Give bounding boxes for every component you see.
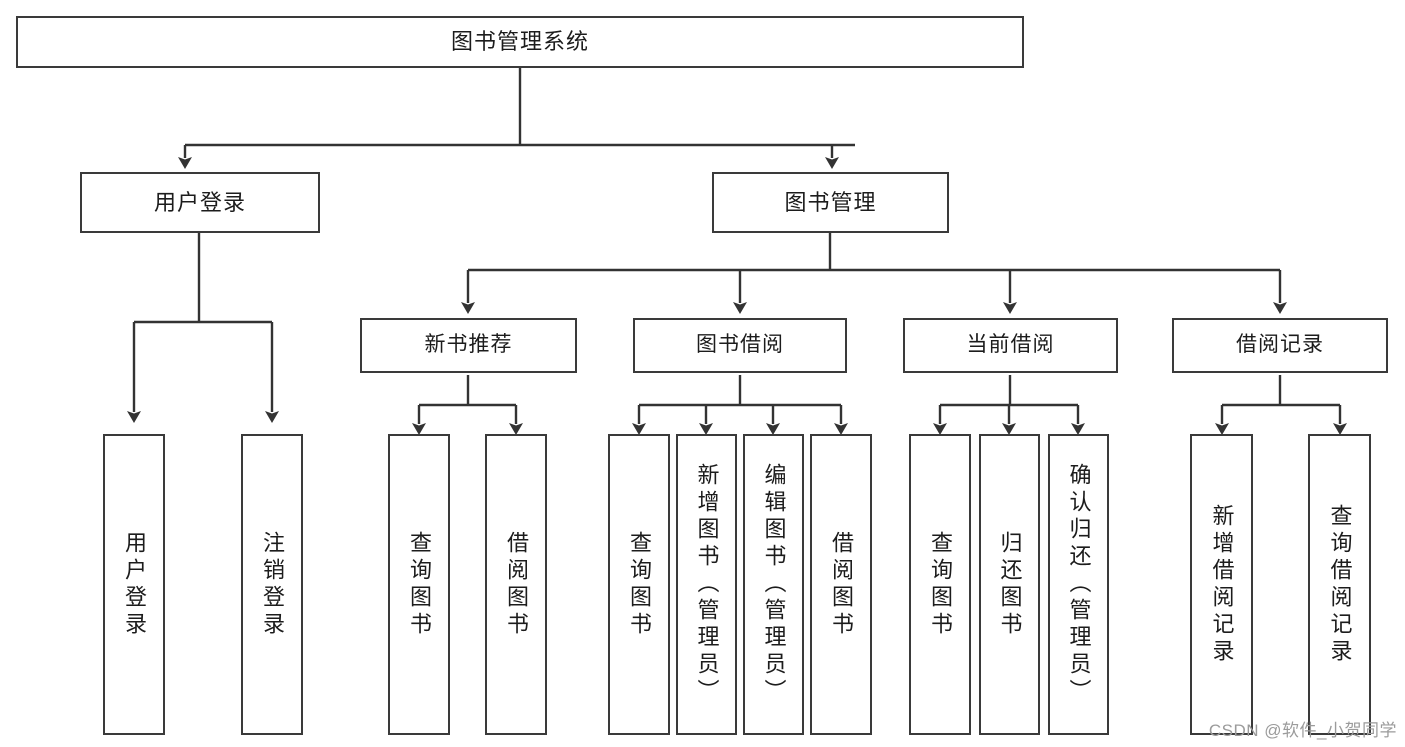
node-leaf-bb-add-book[interactable]: 新增图书（管理员） — [676, 434, 737, 735]
node-current-borrow[interactable]: 当前借阅 — [903, 318, 1118, 373]
csdn-watermark: CSDN @软件_小贺同学 — [1208, 721, 1397, 740]
node-leaf-cb-return-book[interactable]: 归还图书 — [979, 434, 1040, 735]
node-leaf-br-add-record[interactable]: 新增借阅记录 — [1190, 434, 1253, 735]
node-leaf-bb-edit-book[interactable]: 编辑图书（管理员） — [743, 434, 804, 735]
node-leaf-cb-confirm-return-label: 确认归还（管理员） — [1066, 463, 1092, 706]
node-new-book-recommend[interactable]: 新书推荐 — [360, 318, 577, 373]
node-leaf-bb-query-book-label: 查询图书 — [627, 530, 652, 639]
node-book-manage[interactable]: 图书管理 — [712, 172, 949, 233]
node-book-manage-label: 图书管理 — [784, 189, 877, 215]
node-leaf-bb-borrow-book-label: 借阅图书 — [829, 530, 854, 639]
node-leaf-bb-add-book-label: 新增图书（管理员） — [694, 463, 720, 706]
node-leaf-nb-query-book-label: 查询图书 — [407, 530, 432, 639]
node-leaf-cb-query-book-label: 查询图书 — [928, 530, 953, 639]
node-borrow-records[interactable]: 借阅记录 — [1172, 318, 1388, 373]
node-borrow-records-label: 借阅记录 — [1236, 333, 1324, 357]
node-leaf-cb-confirm-return[interactable]: 确认归还（管理员） — [1048, 434, 1109, 735]
node-current-borrow-label: 当前借阅 — [966, 333, 1055, 357]
node-leaf-cb-query-book[interactable]: 查询图书 — [909, 434, 971, 735]
node-leaf-br-add-record-label: 新增借阅记录 — [1209, 503, 1235, 666]
node-new-book-recommend-label: 新书推荐 — [424, 333, 513, 357]
node-leaf-bb-query-book[interactable]: 查询图书 — [608, 434, 670, 735]
node-user-login[interactable]: 用户登录 — [80, 172, 320, 233]
node-leaf-logout-label: 注销登录 — [260, 530, 285, 639]
node-root-label: 图书管理系统 — [450, 29, 589, 55]
node-leaf-nb-borrow-book[interactable]: 借阅图书 — [485, 434, 547, 735]
node-leaf-cb-return-book-label: 归还图书 — [997, 530, 1023, 639]
node-book-borrow[interactable]: 图书借阅 — [633, 318, 847, 373]
node-leaf-br-query-record[interactable]: 查询借阅记录 — [1308, 434, 1371, 735]
node-leaf-user-login[interactable]: 用户登录 — [103, 434, 165, 735]
node-leaf-bb-edit-book-label: 编辑图书（管理员） — [761, 463, 787, 706]
node-book-borrow-label: 图书借阅 — [696, 333, 784, 357]
node-leaf-user-login-label: 用户登录 — [122, 530, 147, 639]
node-leaf-bb-borrow-book[interactable]: 借阅图书 — [810, 434, 872, 735]
node-leaf-nb-query-book[interactable]: 查询图书 — [388, 434, 450, 735]
node-root[interactable]: 图书管理系统 — [16, 16, 1024, 68]
node-user-login-label: 用户登录 — [153, 189, 246, 215]
node-leaf-nb-borrow-book-label: 借阅图书 — [504, 530, 529, 639]
node-leaf-logout[interactable]: 注销登录 — [241, 434, 303, 735]
node-leaf-br-query-record-label: 查询借阅记录 — [1327, 503, 1353, 666]
